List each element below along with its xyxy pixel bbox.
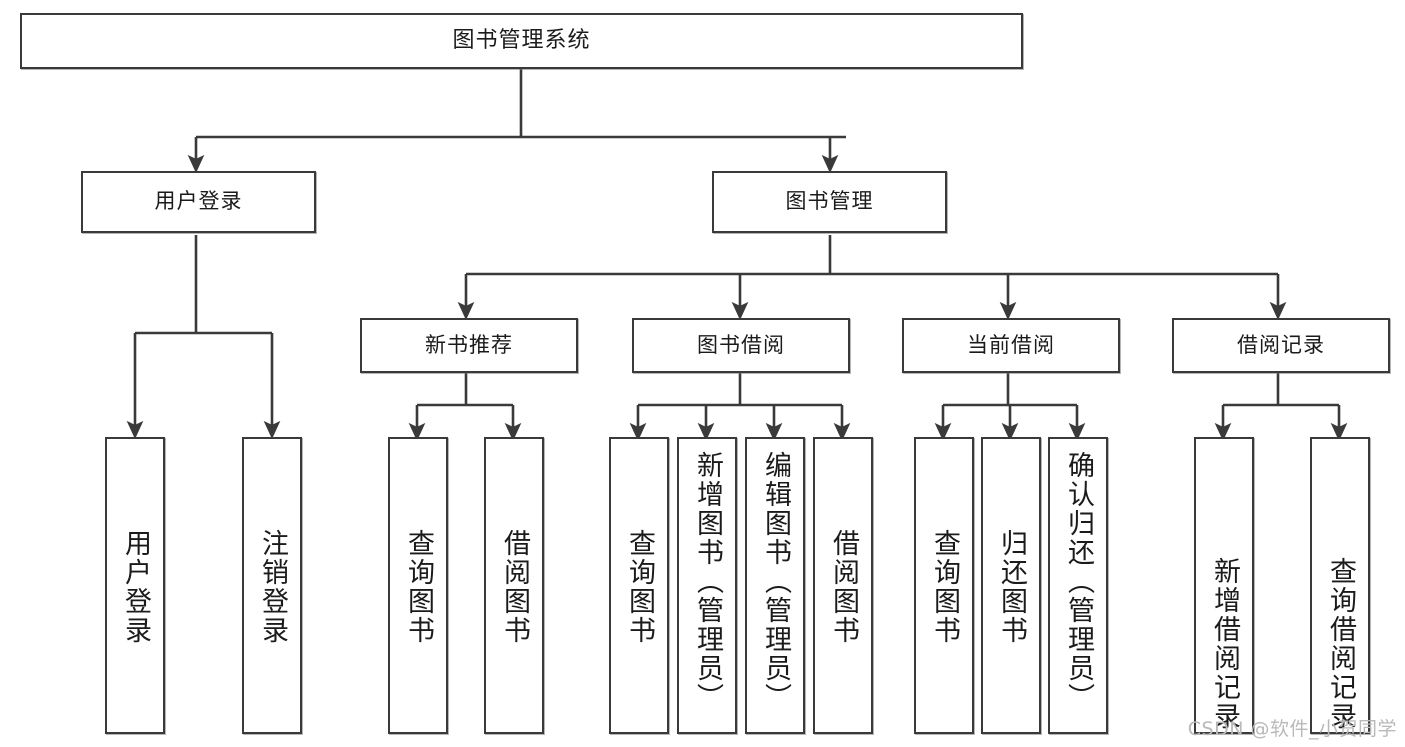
leaf-confirm-return[interactable]: 确认归还（管理员）	[1048, 437, 1108, 734]
leaf-query-book-recommend[interactable]: 查询图书	[388, 437, 448, 734]
node-label: 查询图书	[929, 529, 961, 645]
node-borrow-record[interactable]: 借阅记录	[1172, 318, 1390, 373]
node-label: 查询借阅记录	[1325, 557, 1357, 731]
node-current-borrow[interactable]: 当前借阅	[902, 318, 1120, 373]
node-book-borrow[interactable]: 图书借阅	[632, 318, 850, 373]
node-label: 归还图书	[996, 529, 1028, 645]
node-label: 注销登录	[257, 529, 289, 645]
leaf-edit-book[interactable]: 编辑图书（管理员）	[745, 437, 805, 734]
node-label: 新增图书（管理员）	[692, 451, 724, 712]
leaf-user-login[interactable]: 用户登录	[105, 437, 165, 734]
node-label: 图书管理	[785, 189, 874, 214]
leaf-borrow-book[interactable]: 借阅图书	[813, 437, 873, 734]
leaf-query-book-current[interactable]: 查询图书	[914, 437, 974, 734]
node-label: 确认归还（管理员）	[1063, 451, 1095, 712]
leaf-borrow-book-recommend[interactable]: 借阅图书	[484, 437, 544, 734]
node-label: 借阅图书	[828, 529, 860, 645]
node-label: 借阅图书	[499, 529, 531, 645]
leaf-logout-login[interactable]: 注销登录	[242, 437, 302, 734]
leaf-return-book[interactable]: 归还图书	[981, 437, 1041, 734]
node-label: 编辑图书（管理员）	[760, 451, 792, 712]
node-label: 当前借阅	[967, 332, 1055, 357]
node-label: 用户登录	[154, 189, 243, 214]
node-label: 查询图书	[624, 529, 656, 645]
leaf-add-book[interactable]: 新增图书（管理员）	[677, 437, 737, 734]
node-book-management[interactable]: 图书管理	[712, 171, 947, 233]
node-label: 借阅记录	[1237, 332, 1325, 357]
node-label: 查询图书	[403, 529, 435, 645]
leaf-add-borrow-record[interactable]: 新增借阅记录	[1194, 437, 1254, 734]
node-new-book-recommend[interactable]: 新书推荐	[360, 318, 578, 373]
node-label: 图书管理系统	[452, 27, 591, 53]
node-user-login[interactable]: 用户登录	[81, 171, 316, 233]
csdn-watermark: CSDN @软件_小贺同学	[1187, 718, 1397, 740]
node-label: 新增借阅记录	[1209, 557, 1241, 731]
node-root-book-management-system[interactable]: 图书管理系统	[20, 13, 1023, 69]
node-label: 图书借阅	[697, 332, 785, 357]
leaf-query-borrow-record[interactable]: 查询借阅记录	[1310, 437, 1370, 734]
node-label: 新书推荐	[425, 332, 513, 357]
leaf-query-book-borrow[interactable]: 查询图书	[609, 437, 669, 734]
node-label: 用户登录	[120, 529, 152, 645]
